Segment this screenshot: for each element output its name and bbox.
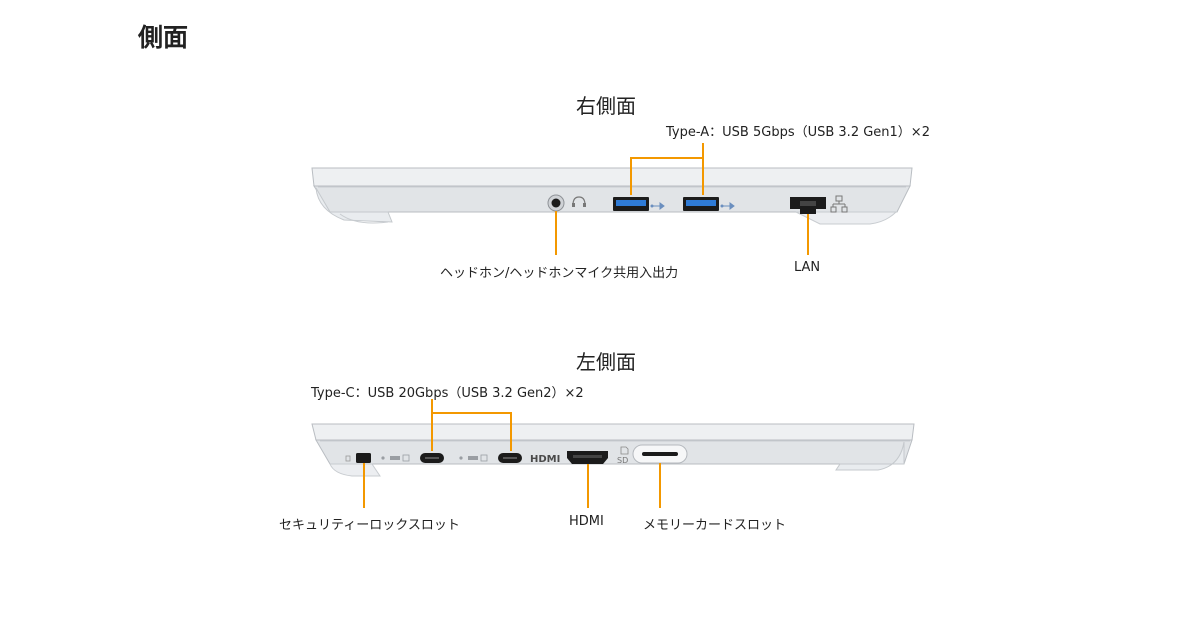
left-laptop-chassis — [311, 423, 915, 477]
usb-a-label: Type-A：USB 5Gbps（USB 3.2 Gen1）×2 — [666, 125, 930, 140]
network-icon — [830, 195, 848, 213]
usb-c-port-2 — [498, 453, 522, 463]
usb-ss-icon — [720, 202, 735, 210]
security-label: セキュリティーロックスロット — [279, 518, 460, 533]
usb-c-icons — [459, 454, 488, 462]
headphone-icon — [572, 196, 586, 207]
lock-icon — [345, 455, 351, 462]
usb-ss-icon — [650, 202, 665, 210]
usb-c-leader-line — [431, 399, 512, 451]
usb-a-port-2 — [683, 197, 719, 211]
sd-mark: SD — [617, 456, 628, 465]
memory-card-slot — [632, 444, 688, 464]
lan-label: LAN — [794, 260, 821, 275]
left-side-title: 左側面 — [576, 350, 636, 374]
page-title: 側面 — [138, 23, 189, 52]
usb-c-label: Type-C：USB 20Gbps（USB 3.2 Gen2）×2 — [311, 386, 584, 401]
headphone-jack — [547, 194, 565, 212]
right-laptop-chassis — [311, 167, 913, 225]
lan-port — [790, 197, 826, 214]
security-lock-slot — [356, 453, 371, 463]
hdmi-logo: HDMI — [530, 454, 560, 465]
usb-c-port-1 — [420, 453, 444, 463]
hdmi-port — [567, 451, 608, 464]
card-label: メモリーカードスロット — [643, 518, 787, 533]
usb-a-port-1 — [613, 197, 649, 211]
sd-card-icon — [620, 446, 629, 455]
usb-c-icons — [381, 454, 410, 462]
headphone-label: ヘッドホン/ヘッドホンマイク共用入出力 — [440, 266, 679, 281]
right-side-title: 右側面 — [576, 94, 636, 118]
hdmi-label: HDMI — [569, 514, 604, 529]
usb-a-leader-line — [630, 143, 704, 195]
